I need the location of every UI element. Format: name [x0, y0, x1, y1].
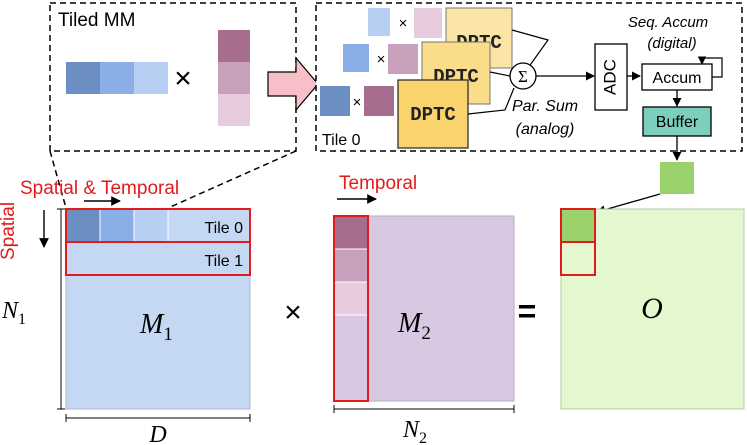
mini-input-block-back: [368, 8, 390, 36]
matrix-o: O: [560, 208, 745, 410]
equals-operator: =: [518, 293, 537, 329]
flow-arrow: [267, 56, 319, 112]
output-tile-block: [660, 162, 694, 194]
tiled-mm-times: ×: [174, 62, 192, 95]
seq-accum-digital-label: (digital): [647, 35, 696, 52]
m2-tile-block-2: [334, 249, 368, 282]
mini-times-mid: ×: [377, 51, 386, 68]
input-tile-block-3: [134, 62, 168, 94]
input-tile-block-1: [66, 62, 100, 94]
mini-times-back: ×: [399, 15, 408, 32]
n1-label: N1: [1, 298, 26, 328]
weight-tile-block-1: [218, 30, 250, 62]
tile1-outline: [65, 241, 251, 276]
seq-accum-label: Seq. Accum: [628, 14, 708, 31]
tiled-mm-panel: Tiled MM ×: [49, 2, 297, 152]
dptc-front-label: DPTC: [410, 104, 456, 126]
mini-input-block-front: [320, 86, 350, 116]
mini-input-block-mid: [343, 44, 369, 72]
m2-tile-block-1: [334, 216, 368, 249]
m2-tile-block-3: [334, 282, 368, 315]
input-tile-block-2: [100, 62, 134, 94]
dptc-front: [397, 79, 469, 149]
m2-column-outline: [333, 215, 369, 402]
tiled-mm-title: Tiled MM: [58, 10, 135, 31]
mini-weight-block-mid: [388, 44, 418, 74]
par-sum-analog-label: (analog): [516, 121, 575, 138]
tile-unit-panel: × DPTC × DPTC × DPTC Σ Par. Sum (analog)…: [315, 2, 743, 152]
d-label: D: [148, 422, 166, 445]
m1-tile0-block-2: [100, 209, 134, 242]
sigma-symbol: Σ: [518, 67, 528, 86]
accum-label: Accum: [653, 70, 702, 87]
tile-unit-label: Tile 0: [322, 132, 361, 149]
accum-block: [641, 63, 713, 91]
mini-weight-block-front: [364, 86, 394, 116]
matrix-m2: Temporal M2 N2: [333, 173, 515, 445]
mini-times-front: ×: [353, 94, 362, 111]
tile1-label: Tile 1: [204, 253, 243, 270]
weight-tile-block-3: [218, 94, 250, 126]
o-label: O: [641, 292, 663, 325]
m1-label: M1: [139, 309, 173, 345]
tile0-label: Tile 0: [204, 220, 243, 237]
buffer-label: Buffer: [656, 114, 699, 131]
adc-block: [594, 43, 628, 111]
temporal-label: Temporal: [339, 173, 417, 194]
times-operator: ×: [284, 296, 302, 329]
adc-label: ADC: [600, 59, 619, 95]
o-tile1-outline: [560, 241, 596, 276]
spatial-temporal-label: Spatial & Temporal: [20, 178, 179, 199]
weight-tile-block-2: [218, 62, 250, 94]
matrix-m1: Spatial & Temporal Spatial Tile 0 Tile 1…: [0, 178, 251, 445]
zoom-line-right: [167, 150, 297, 209]
o-output-block: [561, 209, 595, 242]
spatial-label: Spatial: [0, 202, 19, 260]
par-sum-label: Par. Sum: [512, 98, 578, 115]
n2-label: N2: [402, 417, 427, 445]
m2-label: M2: [397, 308, 431, 344]
m1-tile0-block-1: [66, 209, 100, 242]
m1-tile0-block-3: [134, 209, 168, 242]
mini-weight-block-back: [414, 8, 442, 38]
